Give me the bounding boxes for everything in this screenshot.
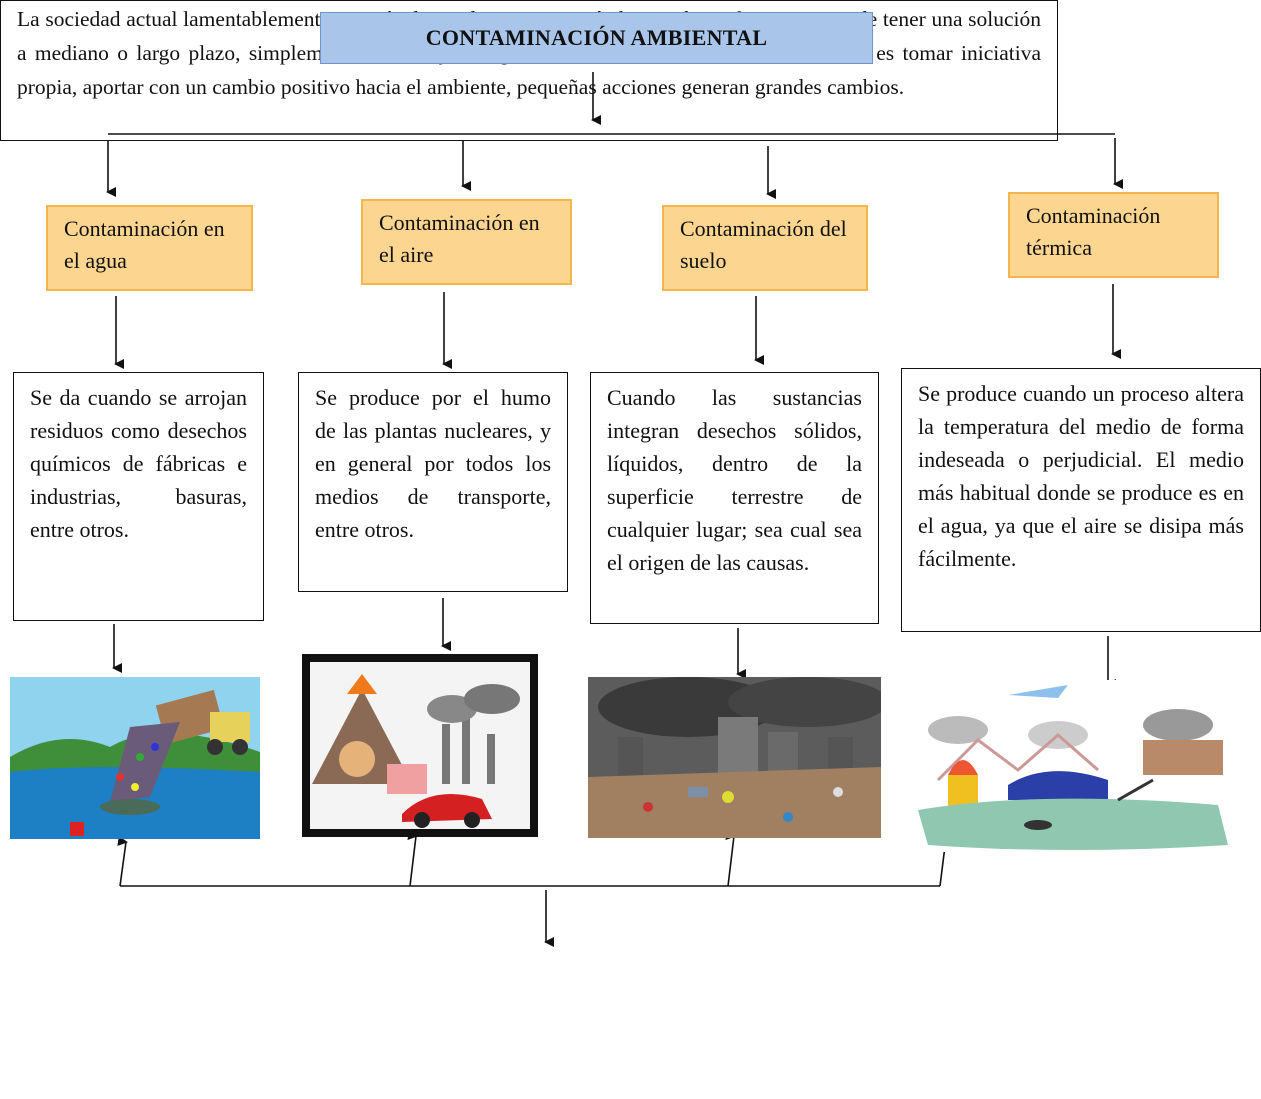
description-soil: Cuando las sustancias integran desechos … bbox=[590, 372, 879, 624]
category-soil-label: Contaminación del suelo bbox=[680, 216, 847, 273]
category-air-label: Contaminación en el aire bbox=[379, 210, 540, 267]
air-pollution-image bbox=[302, 654, 538, 837]
description-water: Se da cuando se arrojan residuos como de… bbox=[13, 372, 264, 621]
water-pollution-image bbox=[10, 677, 260, 839]
description-thermal-text: Se produce cuando un proceso altera la t… bbox=[918, 381, 1244, 571]
description-air: Se produce por el humo de las plantas nu… bbox=[298, 372, 568, 592]
soil-pollution-image bbox=[588, 677, 881, 838]
category-thermal-label: Contaminación térmica bbox=[1026, 203, 1161, 260]
category-air: Contaminación en el aire bbox=[361, 199, 572, 285]
diagram-title: CONTAMINACIÓN AMBIENTAL bbox=[320, 12, 873, 64]
thermal-pollution-image bbox=[918, 680, 1248, 852]
category-thermal: Contaminación térmica bbox=[1008, 192, 1219, 278]
category-water: Contaminación en el agua bbox=[46, 205, 253, 291]
category-water-label: Contaminación en el agua bbox=[64, 216, 225, 273]
arrow-up-img-1 bbox=[117, 835, 128, 887]
description-water-text: Se da cuando se arrojan residuos como de… bbox=[30, 385, 247, 542]
category-soil: Contaminación del suelo bbox=[662, 205, 868, 291]
diagram-title-text: CONTAMINACIÓN AMBIENTAL bbox=[425, 25, 768, 50]
arrow-up-img-2 bbox=[407, 830, 418, 887]
description-soil-text: Cuando las sustancias integran desechos … bbox=[607, 385, 862, 575]
arrow-up-img-3 bbox=[725, 830, 736, 887]
description-air-text: Se produce por el humo de las plantas nu… bbox=[315, 385, 551, 542]
description-thermal: Se produce cuando un proceso altera la t… bbox=[901, 368, 1261, 632]
